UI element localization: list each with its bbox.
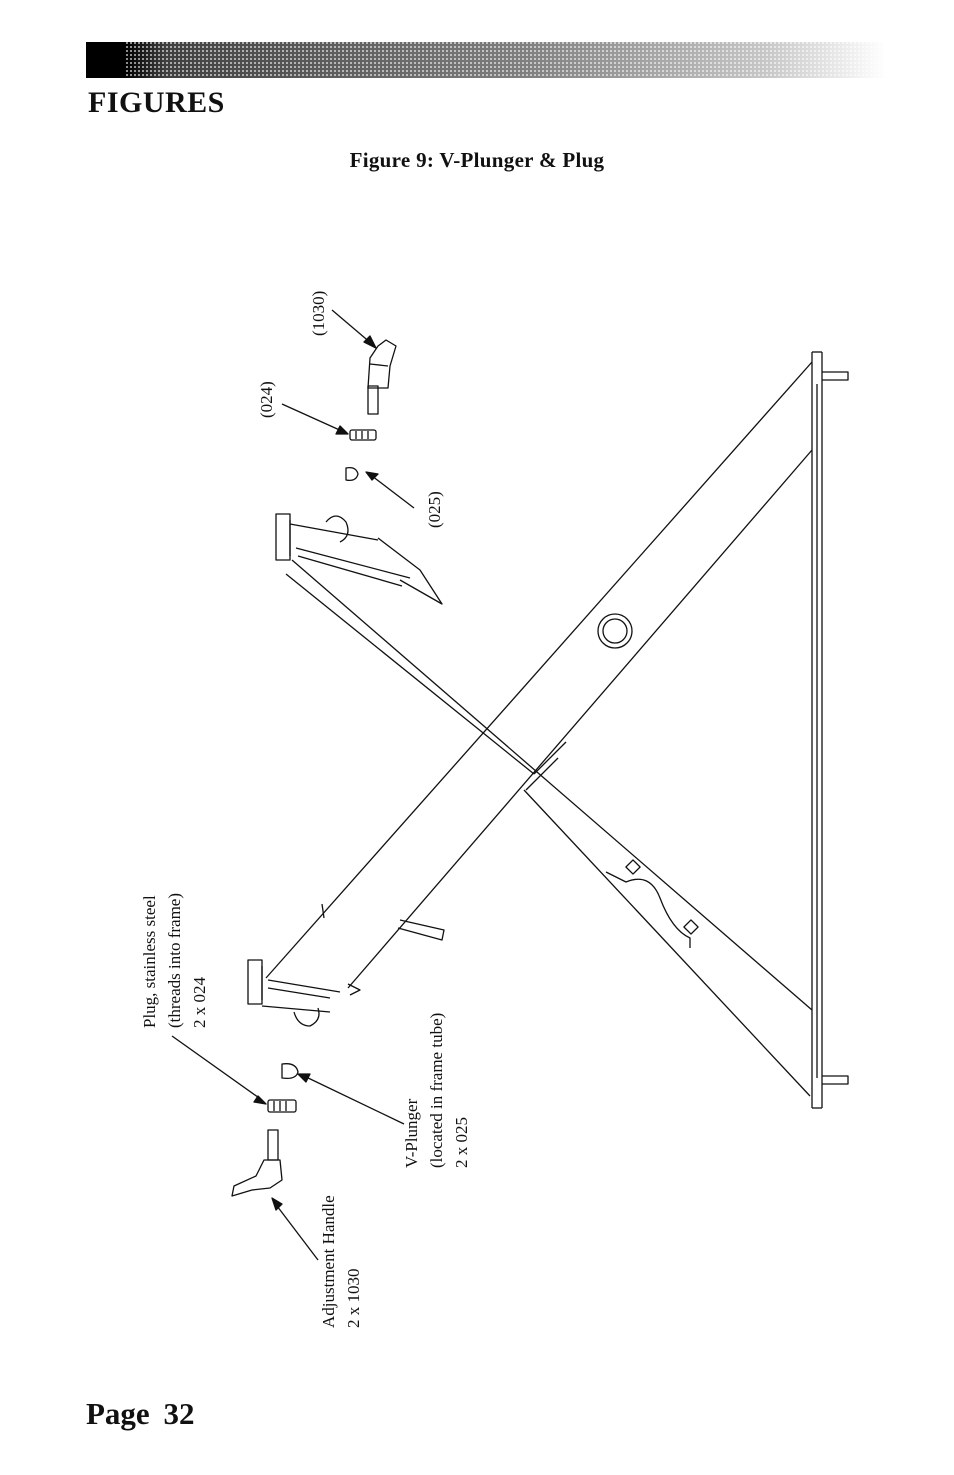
- page-number: Page 32: [86, 1396, 195, 1431]
- callout-1030: (1030): [309, 291, 328, 336]
- frame-base-rail: [811, 351, 849, 1109]
- plug-part-bottom: [267, 1099, 297, 1113]
- handle-label-line1: Adjustment Handle: [319, 1195, 338, 1328]
- header-halftone-bar: [86, 42, 886, 78]
- vplunger-label-line2: (located in frame tube): [427, 1013, 446, 1168]
- plug-label-line1: Plug, stainless steel: [140, 895, 159, 1028]
- figure-caption: Figure 9: V-Plunger & Plug: [349, 148, 605, 172]
- frame-end-cap-top: [275, 513, 443, 605]
- frame-tube-upper: [265, 361, 813, 999]
- vplunger-label-line3: 2 x 025: [452, 1117, 471, 1168]
- callout-leaders: [171, 309, 415, 1261]
- plug-label-line3: 2 x 024: [190, 977, 209, 1029]
- v-plunger-part-bottom: [281, 1063, 299, 1080]
- frame-end-cap-bottom: [247, 903, 445, 1027]
- callout-024: (024): [257, 381, 276, 418]
- adjustment-handle-part-bottom: [231, 1129, 283, 1197]
- vplunger-label-line1: V-Plunger: [402, 1098, 421, 1168]
- plug-part-top: [349, 429, 377, 441]
- section-title: FIGURES: [88, 86, 225, 119]
- adjustment-handle-part-top: [367, 339, 397, 415]
- frame-tube-lower: [285, 559, 813, 1097]
- handle-label-line2: 2 x 1030: [344, 1269, 363, 1329]
- callout-025: (025): [425, 491, 444, 528]
- plug-label-line2: (threads into frame): [165, 893, 184, 1028]
- v-plunger-part-top: [345, 466, 359, 482]
